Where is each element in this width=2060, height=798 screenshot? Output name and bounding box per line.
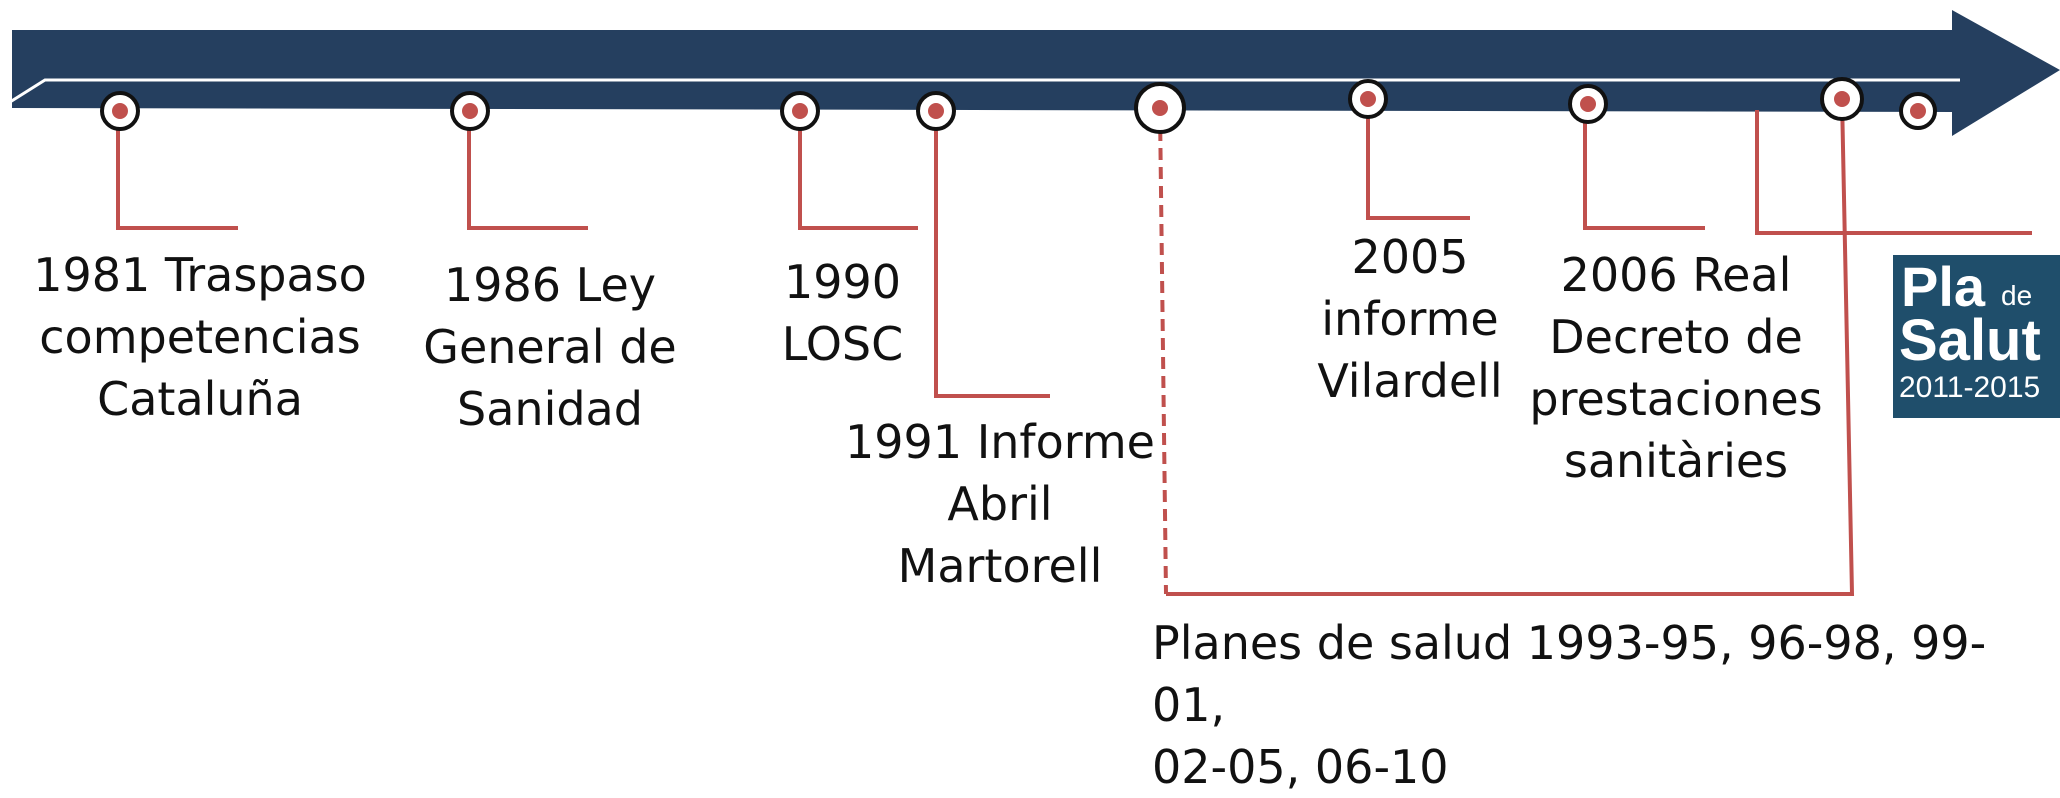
event-label-2006: 2006 Real Decreto de prestaciones sanità…	[1529, 248, 1823, 488]
connector-2006	[1583, 104, 1705, 230]
connector-1991	[934, 110, 1050, 398]
node-plan-end-dot	[1834, 91, 1850, 107]
node-1981-dot	[112, 103, 128, 119]
logo-word-pla: Pla	[1901, 255, 1986, 318]
timeline-nodes	[100, 77, 1937, 134]
node-1981	[100, 91, 140, 131]
node-plan-start-dot	[1152, 100, 1168, 116]
logo-word-salut: Salut	[1899, 308, 2041, 373]
timeline-arrow	[12, 10, 2060, 136]
planes-bracket-dashed	[1158, 109, 1168, 595]
node-1991-dot	[928, 103, 944, 119]
node-plan-2011	[1899, 92, 1937, 130]
node-2006	[1568, 84, 1608, 124]
node-plan-start	[1134, 82, 1186, 134]
timeline-graphic	[9, 10, 2060, 596]
node-1991	[916, 91, 956, 131]
node-2005	[1348, 79, 1388, 119]
logo-word-de: de	[2001, 280, 2033, 311]
node-2005-dot	[1360, 91, 1376, 107]
connector-1990	[798, 110, 918, 230]
node-1986-dot	[462, 103, 478, 119]
node-1986	[450, 91, 490, 131]
node-1990	[780, 91, 820, 131]
event-label-1991: 1991 Informe Abril Martorell	[845, 415, 1155, 593]
planes-de-salud-label: Planes de salud 1993-95, 96-98, 99-01, 0…	[1152, 616, 1987, 794]
arrow-highlight-line	[9, 78, 1960, 104]
connector-plan	[1755, 110, 2032, 235]
node-plan-end	[1820, 77, 1864, 121]
logo-years: 2011-2015	[1899, 371, 2041, 404]
connector-1981	[116, 110, 238, 230]
node-plan-2011-dot	[1910, 103, 1926, 119]
event-label-1981: 1981 Traspaso competencias Cataluña	[33, 248, 367, 426]
connector-lines	[116, 97, 2032, 596]
connector-1986	[467, 110, 588, 230]
node-1990-dot	[792, 103, 808, 119]
node-2006-dot	[1580, 96, 1596, 112]
planes-bracket-solid	[1166, 97, 1855, 596]
event-label-1990: 1990 LOSC	[781, 255, 904, 371]
event-label-1986: 1986 Ley General de Sanidad	[423, 258, 677, 436]
event-label-2005: 2005 informe Vilardell	[1317, 230, 1503, 408]
connector-2005	[1366, 98, 1470, 220]
pla-de-salut-logo: Pla de Salut 2011-2015	[1893, 255, 2060, 418]
